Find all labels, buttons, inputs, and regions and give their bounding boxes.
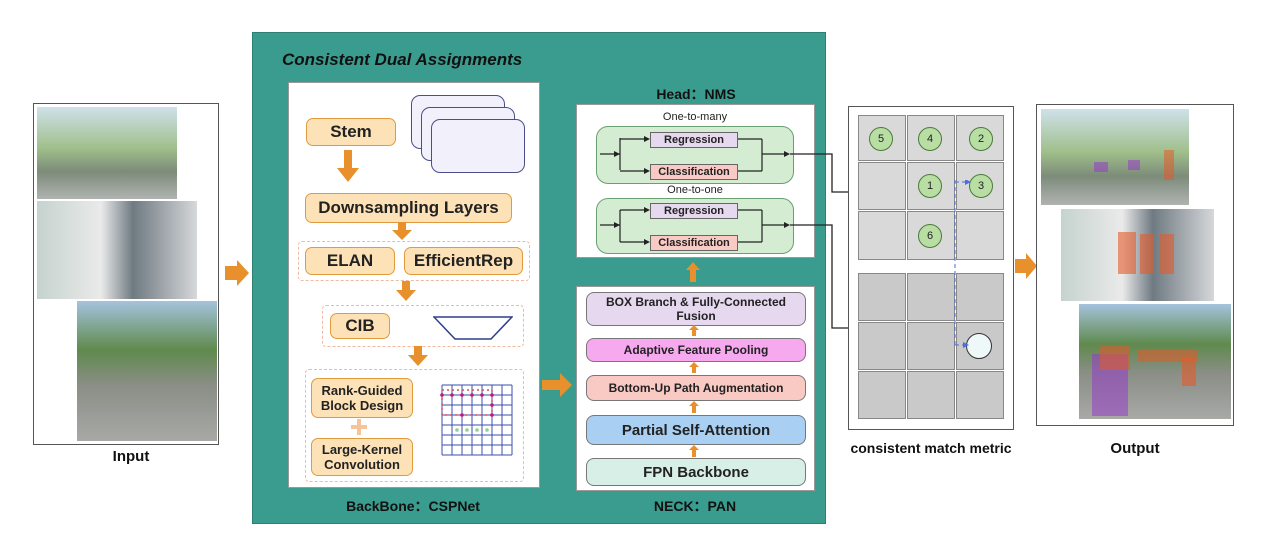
anchor-circle-2: 2 <box>969 127 993 151</box>
classification-block-1: Classification <box>650 164 738 180</box>
large-kernel-block: Large-Kernel Convolution <box>311 438 413 476</box>
grid-cell <box>858 115 906 161</box>
one-to-one-flow-lines <box>600 207 790 245</box>
output-image-corridor <box>1060 208 1215 302</box>
detection-box <box>1128 160 1140 170</box>
arrow-stem-down <box>337 150 359 182</box>
grid-cell <box>858 273 906 321</box>
partial-attention-block: Partial Self-Attention <box>586 415 806 445</box>
backbone-to-neck-arrow <box>542 373 572 397</box>
elan-group <box>298 241 530 281</box>
arrow-elan-down <box>396 281 416 301</box>
stem-block: Stem <box>306 118 396 146</box>
grid-cell <box>907 273 955 321</box>
input-label: Input <box>112 448 150 465</box>
cib-block: CIB <box>330 313 390 339</box>
arrow-up-3 <box>689 401 699 413</box>
plus-icon <box>351 419 367 435</box>
grid-cell <box>858 162 906 210</box>
elan-block: ELAN <box>305 247 395 275</box>
arrow-up-2 <box>689 362 699 373</box>
output-label: Output <box>1110 440 1160 457</box>
input-image-street-1 <box>36 106 178 200</box>
adaptive-pooling-block: Adaptive Feature Pooling <box>586 338 806 362</box>
matched-anchor-circle <box>966 333 992 359</box>
detection-box <box>1164 150 1174 180</box>
grid-cell <box>956 273 1004 321</box>
cib-group <box>322 305 524 347</box>
arrow-up-4 <box>689 445 699 457</box>
rank-guided-block: Rank-Guided Block Design <box>311 378 413 418</box>
detection-box <box>1118 232 1136 274</box>
backbone-label: BackBone：CSPNet <box>346 498 480 514</box>
grid-cell <box>956 211 1004 260</box>
anchor-circle-1: 1 <box>918 174 942 198</box>
downsampling-block: Downsampling Layers <box>305 193 512 223</box>
detection-box <box>1140 234 1154 274</box>
detection-box <box>1100 346 1130 370</box>
bottom-up-block: Bottom-Up Path Augmentation <box>586 375 806 401</box>
cib-trapezoid <box>433 316 513 340</box>
grid-cell <box>858 322 906 370</box>
arrow-downsampling-down <box>392 222 412 240</box>
one-to-many-flow-lines <box>600 136 790 174</box>
input-image-street-2 <box>76 300 218 442</box>
input-image-corridor <box>36 200 198 300</box>
anchor-circle-6: 6 <box>918 224 942 248</box>
grid-cell <box>907 371 955 419</box>
head-label: Head：NMS <box>656 86 736 102</box>
one-to-many-label: One-to-many <box>662 111 728 123</box>
rank-guided-group <box>305 369 524 482</box>
fpn-block: FPN Backbone <box>586 458 806 486</box>
arrow-cib-down <box>408 346 428 366</box>
detection-box <box>1182 358 1196 386</box>
grid-cell <box>858 211 906 260</box>
stack-layer-3 <box>431 119 525 173</box>
box-branch-block: BOX Branch & Fully-Connected Fusion <box>586 292 806 326</box>
classification-block-2: Classification <box>650 235 738 251</box>
grid-cell <box>907 322 955 370</box>
arrow-up-1 <box>689 325 699 336</box>
neck-label: NECK：PAN <box>653 498 737 514</box>
grid-cell <box>956 371 1004 419</box>
anchor-circle-5: 5 <box>869 127 893 151</box>
panel-title: Consistent Dual Assignments <box>282 50 523 69</box>
match-metric-label: consistent match metric <box>850 440 1012 456</box>
neck-to-head-arrow <box>686 262 700 282</box>
matching-dashed-link <box>954 180 971 348</box>
efficientrep-block: EfficientRep <box>404 247 523 275</box>
to-output-arrow <box>1015 253 1037 279</box>
regression-block-2: Regression <box>650 203 738 219</box>
one-to-one-label: One-to-one <box>667 184 723 196</box>
detection-box <box>1160 234 1174 274</box>
detection-box <box>1094 162 1108 172</box>
regression-block-1: Regression <box>650 132 738 148</box>
grid-cell <box>858 371 906 419</box>
input-arrow <box>225 260 249 286</box>
anchor-circle-3: 3 <box>969 174 993 198</box>
kernel-grid-illustration <box>440 384 513 456</box>
anchor-circle-4: 4 <box>918 127 942 151</box>
